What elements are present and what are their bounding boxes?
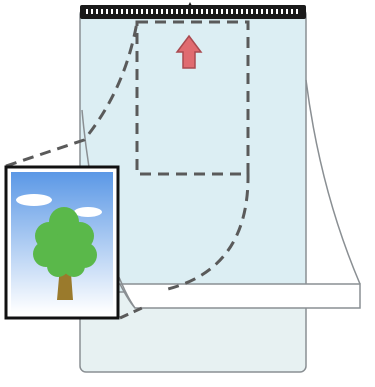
perforation-hole [211, 9, 213, 14]
perforation-hole [286, 9, 288, 14]
perforation-hole [261, 9, 263, 14]
perforation-hole [281, 9, 283, 14]
photo [6, 167, 118, 318]
perforation-hole [216, 9, 218, 14]
perforation-hole [176, 9, 178, 14]
perforation-hole [256, 9, 258, 14]
perforation-hole [166, 9, 168, 14]
perforation-hole [96, 9, 98, 14]
perforation-hole [296, 9, 298, 14]
perforation-hole [291, 9, 293, 14]
perforation-hole [251, 9, 253, 14]
cloud-icon [16, 194, 52, 206]
perforation-hole [106, 9, 108, 14]
perforation-hole [101, 9, 103, 14]
perforation-hole [116, 9, 118, 14]
perforation-hole [186, 9, 188, 14]
perforation-hole [171, 9, 173, 14]
perforation-hole [141, 9, 143, 14]
perforation-hole [111, 9, 113, 14]
perforation-hole [246, 9, 248, 14]
perforation-hole [271, 9, 273, 14]
perforation-hole [86, 9, 88, 14]
perforation-hole [206, 9, 208, 14]
perforation-hole [266, 9, 268, 14]
header-perforations [86, 9, 298, 14]
perforation-hole [146, 9, 148, 14]
perforation-hole [161, 9, 163, 14]
perforation-hole [201, 9, 203, 14]
perforation-hole [236, 9, 238, 14]
perforation-hole [196, 9, 198, 14]
carrier-sheet-curl [120, 284, 360, 308]
perforation-hole [231, 9, 233, 14]
perforation-hole [126, 9, 128, 14]
perforation-hole [191, 9, 193, 14]
perforation-hole [136, 9, 138, 14]
perforation-hole [121, 9, 123, 14]
perforation-hole [156, 9, 158, 14]
perforation-hole [226, 9, 228, 14]
perforation-hole [221, 9, 223, 14]
perforation-hole [131, 9, 133, 14]
perforation-hole [181, 9, 183, 14]
perforation-hole [91, 9, 93, 14]
perforation-hole [241, 9, 243, 14]
carrier-sheet-curl-right-edge [306, 80, 360, 284]
perforation-hole [276, 9, 278, 14]
cloud-icon [74, 207, 102, 217]
perforation-hole [151, 9, 153, 14]
